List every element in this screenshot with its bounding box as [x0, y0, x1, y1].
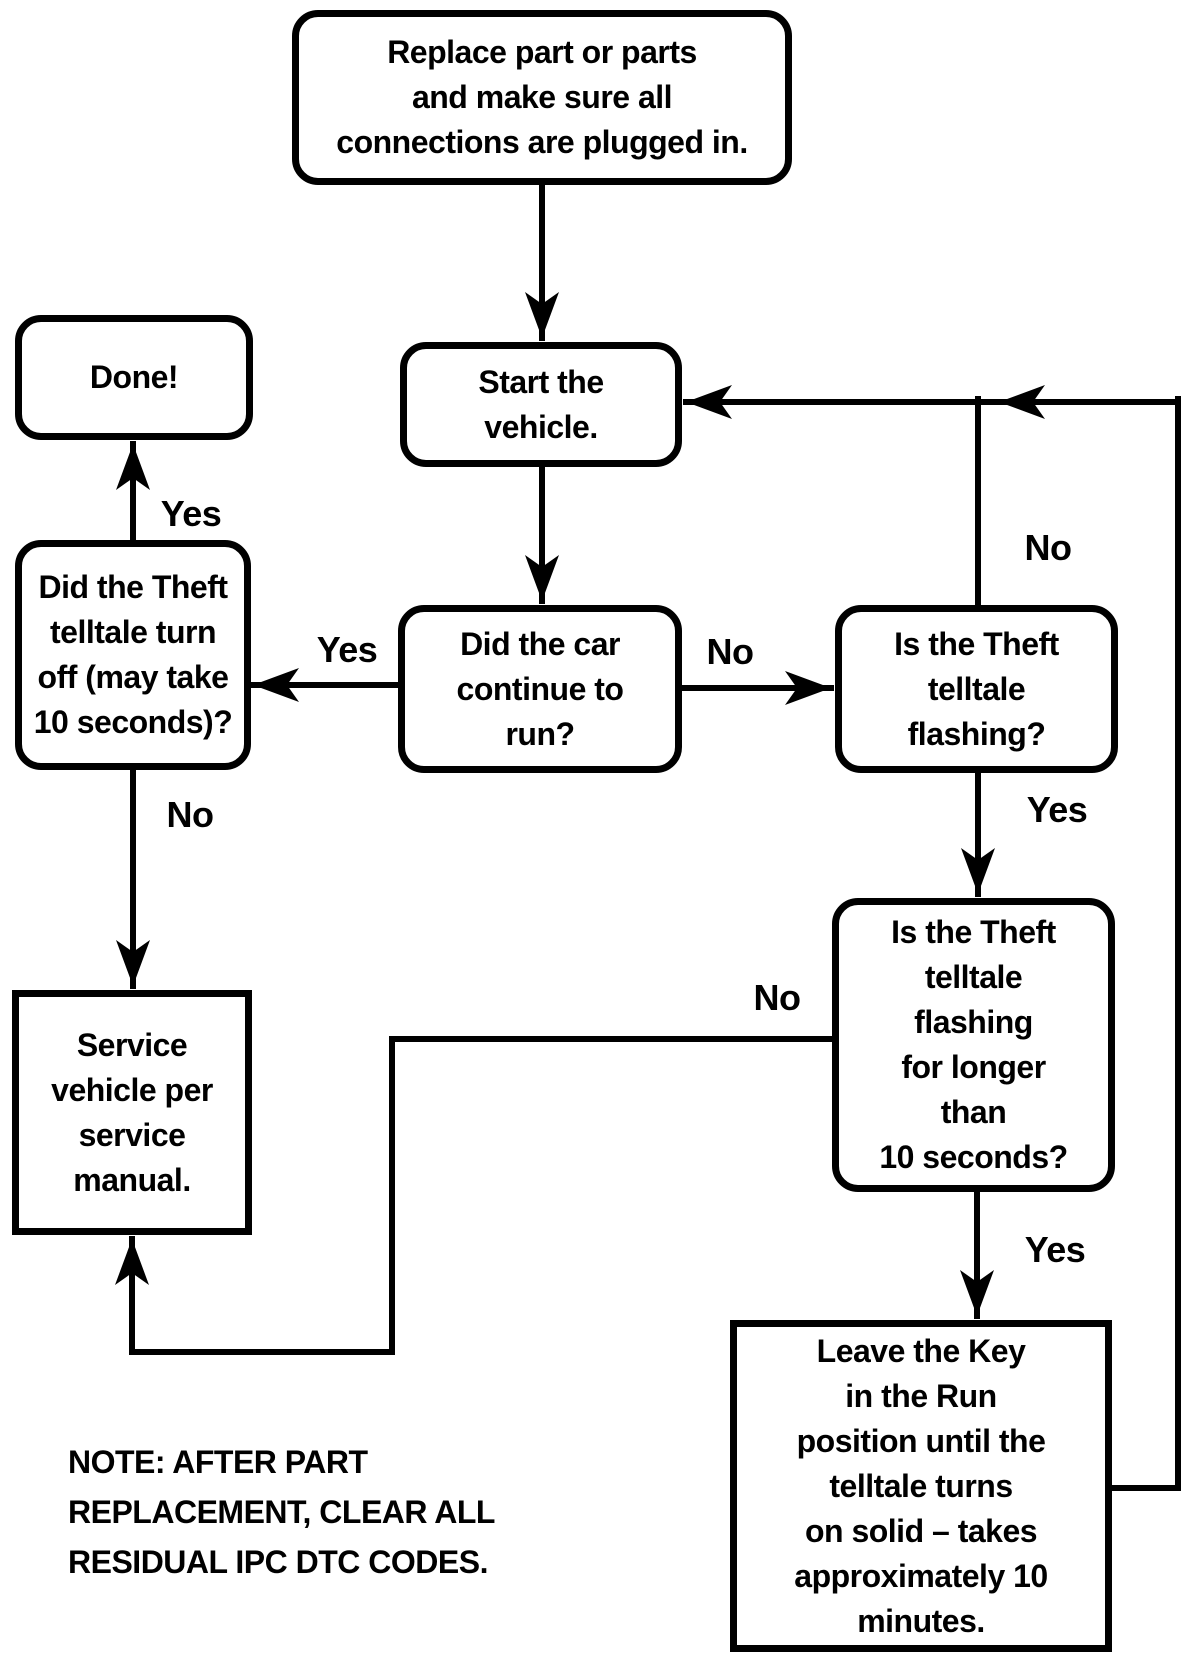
- edge-flashing-longer-yes-down-arrowhead: [960, 1270, 994, 1316]
- node-replace-parts-text-line: connections are plugged in.: [336, 124, 748, 160]
- edge-car-run-no-to-flashing-arrowhead: [785, 671, 831, 705]
- node-leave-key-run-text-line: Leave the Key: [816, 1332, 1026, 1369]
- note: NOTE: AFTER PART REPLACEMENT, CLEAR ALL RE…: [68, 1437, 495, 1587]
- node-done-text-line: Done!: [89, 359, 179, 395]
- node-replace-parts-text-line: and make sure all: [411, 79, 673, 115]
- edge-flashing-longer-no-to-service-arrowhead: [115, 1239, 149, 1285]
- node-service-vehicle-text-line: vehicle per: [51, 1071, 213, 1108]
- edge-replace-to-start-arrowhead: [525, 292, 559, 338]
- node-theft-telltale-off: Did the Theft telltale turn off (may take 1…: [15, 540, 251, 770]
- node-leave-key-run-text-line: approximately 10: [794, 1557, 1048, 1594]
- node-replace-parts: Replace part or parts and make sure all co…: [292, 10, 792, 185]
- edge-label-no-theft-off-to-service: No: [166, 794, 215, 835]
- node-theft-telltale-off-text-line: telltale turn: [50, 614, 216, 650]
- edge-flashing-longer-no-to-service: [129, 1036, 835, 1355]
- node-leave-key-run-text-line: in the Run: [845, 1377, 997, 1414]
- node-telltale-flashing-text-line: telltale: [927, 670, 1026, 707]
- node-service-vehicle-text-line: Service: [76, 1026, 188, 1063]
- edge-label-no-flashing-return: No: [1024, 527, 1073, 568]
- node-flashing-longer-10s-text-line: telltale: [924, 959, 1023, 995]
- node-theft-telltale-off-text-line: Did the Theft: [38, 569, 228, 605]
- node-flashing-longer-10s-text-line: 10 seconds?: [879, 1139, 1068, 1175]
- node-car-continue-run-text-line: run?: [505, 715, 575, 752]
- edge-leave-key-return: [1109, 396, 1181, 1491]
- node-leave-key-run-text-line: on solid – takes: [804, 1512, 1038, 1549]
- node-service-vehicle: Service vehicle per service manual.: [12, 990, 252, 1235]
- node-flashing-longer-10s-text-line: Is the Theft: [891, 914, 1056, 950]
- node-leave-key-run-text-line: telltale turns: [829, 1467, 1013, 1504]
- node-theft-telltale-off-text-line: 10 seconds)?: [33, 704, 233, 740]
- edge-label-yes-flashing-down: Yes: [1026, 789, 1088, 830]
- node-done: Done!: [15, 315, 253, 440]
- edge-label-yes-car-run-to-theft-off: Yes: [316, 629, 378, 670]
- note-text-line: REPLACEMENT, CLEAR ALL: [68, 1494, 495, 1530]
- note-text-line: RESIDUAL IPC DTC CODES.: [68, 1544, 488, 1580]
- node-service-vehicle-text-line: service: [78, 1116, 186, 1153]
- edge-start-to-car-run-arrowhead: [525, 555, 559, 601]
- node-flashing-longer-10s: Is the Theft telltale flashing for longer th…: [832, 898, 1115, 1192]
- node-flashing-longer-10s-text-line: for longer: [901, 1049, 1046, 1085]
- edge-label-yes-theft-off-to-done: Yes: [160, 493, 222, 534]
- node-telltale-flashing: Is the Theft telltale flashing?: [835, 605, 1118, 773]
- node-start-vehicle-text-line: vehicle.: [484, 408, 598, 445]
- node-leave-key-run: Leave the Key in the Run position until th…: [730, 1320, 1112, 1652]
- node-start-vehicle: Start the vehicle.: [400, 342, 682, 467]
- edge-flashing-yes-down-arrowhead: [961, 848, 995, 894]
- node-flashing-longer-10s-text-line: than: [940, 1094, 1007, 1130]
- node-leave-key-run-text-line: minutes.: [857, 1602, 985, 1639]
- note-text-line: NOTE: AFTER PART: [68, 1444, 368, 1480]
- edge-label-no-car-run-to-flashing: No: [706, 631, 755, 672]
- edge-theft-off-no-to-service-arrowhead: [116, 940, 150, 986]
- node-service-vehicle-text-line: manual.: [73, 1161, 191, 1198]
- node-theft-telltale-off-text-line: off (may take: [37, 659, 229, 695]
- node-telltale-flashing-text-line: flashing?: [907, 715, 1046, 752]
- node-start-vehicle-text-line: Start the: [478, 363, 604, 400]
- edge-car-run-yes-to-theft-off-arrowhead: [253, 668, 299, 702]
- edge-return-line-right-arrowhead: [999, 385, 1045, 419]
- node-telltale-flashing-text-line: Is the Theft: [894, 625, 1059, 662]
- edge-label-no-flashing-longer-left: No: [753, 977, 802, 1018]
- edge-theft-off-yes-to-done-arrowhead: [116, 444, 150, 490]
- node-car-continue-run: Did the car continue to run?: [398, 605, 682, 773]
- edge-return-line-left-arrowhead: [686, 385, 732, 419]
- node-flashing-longer-10s-text-line: flashing: [914, 1004, 1033, 1040]
- node-car-continue-run-text-line: Did the car: [460, 625, 620, 662]
- node-replace-parts-text-line: Replace part or parts: [387, 34, 697, 70]
- node-car-continue-run-text-line: continue to: [456, 670, 624, 707]
- edge-label-yes-flashing-longer-down: Yes: [1024, 1229, 1086, 1270]
- node-leave-key-run-text-line: position until the: [796, 1422, 1046, 1459]
